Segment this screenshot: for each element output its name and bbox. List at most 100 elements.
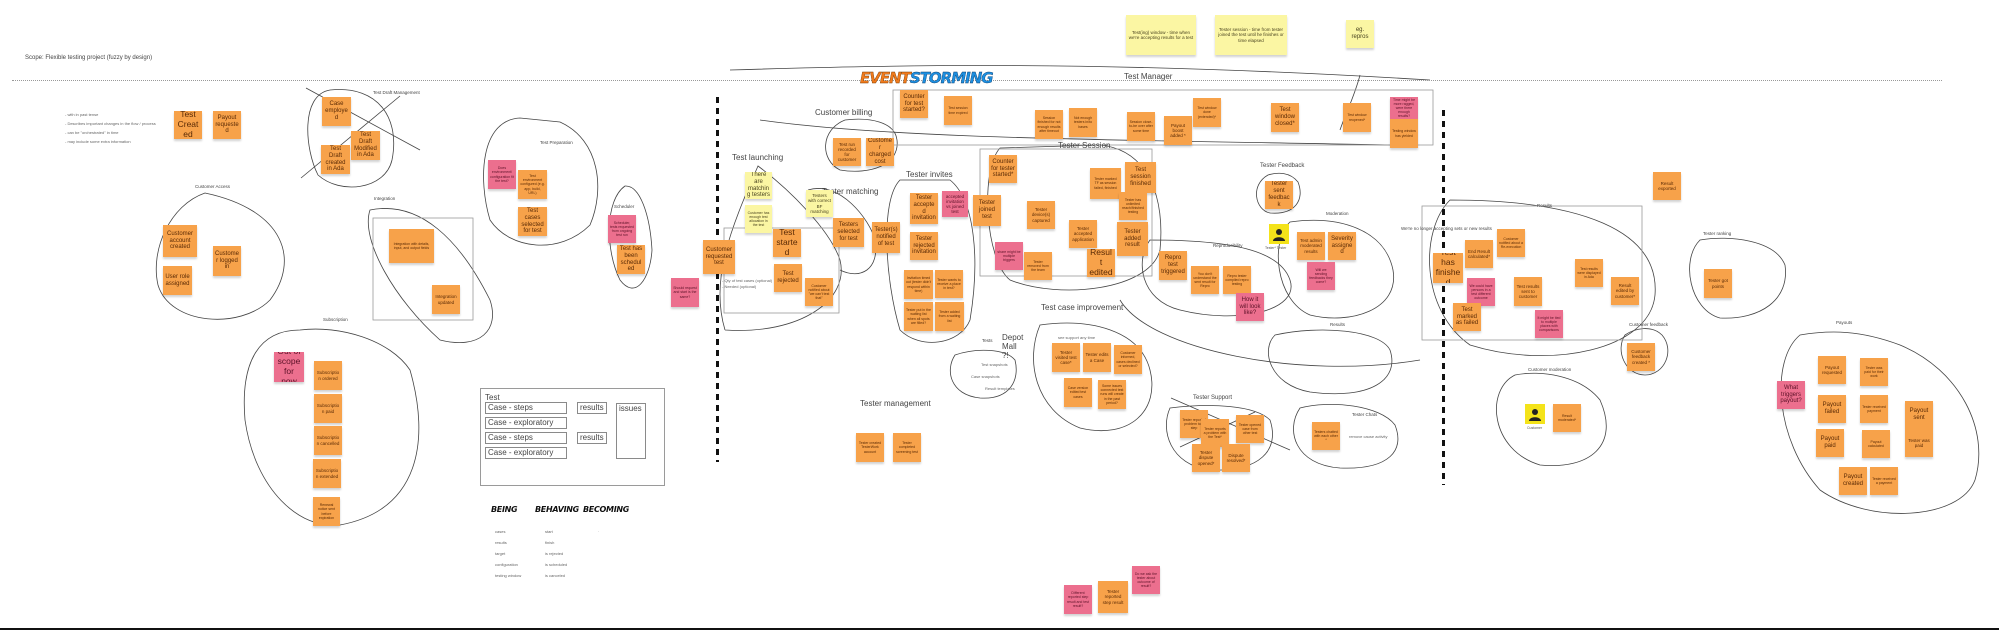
event-sticky[interactable]: Result moderated* — [1553, 404, 1581, 432]
event-sticky[interactable]: Test cases selected for test — [518, 207, 547, 236]
event-sticky[interactable]: Tester joined test — [973, 195, 1001, 226]
hotspot-sticky[interactable]: share might be multiple triggers — [995, 242, 1023, 270]
hotspot-sticky[interactable]: Does environment/ configuration fit the … — [488, 160, 516, 189]
event-sticky[interactable]: Customer requested test — [703, 240, 735, 274]
event-sticky[interactable]: Tester put in the waiting list when all … — [904, 302, 933, 331]
hotspot-sticky[interactable]: Out of scope for now — [274, 352, 304, 382]
actor-tester-avatar[interactable] — [1269, 224, 1289, 244]
event-sticky[interactable]: Test has finished — [1433, 253, 1463, 283]
event-sticky[interactable]: Customer account created — [163, 225, 197, 257]
event-sticky[interactable]: Some issues connected test runs will cre… — [1098, 380, 1126, 409]
event-sticky[interactable]: Test marked as failed — [1453, 303, 1481, 331]
event-sticky[interactable]: Customer notified about "we can't test t… — [805, 278, 833, 306]
hotspot-sticky[interactable]: accepted invitation vs joined test — [942, 191, 968, 217]
event-sticky[interactable]: Payout paid — [1816, 429, 1844, 457]
hotspot-sticky[interactable]: Different reported step result and test … — [1064, 585, 1092, 614]
event-sticky[interactable]: Testers selected for test — [833, 218, 864, 247]
hotspot-sticky[interactable]: What triggers payout? — [1777, 381, 1805, 409]
event-sticky[interactable]: Tester edits a Case — [1083, 343, 1111, 372]
definition-repros[interactable]: eg. repros — [1346, 20, 1374, 48]
event-sticky[interactable]: Testing window has yielded — [1390, 119, 1418, 148]
event-sticky[interactable]: Repro tester compiled repro testing — [1223, 266, 1251, 294]
event-sticky[interactable]: End Result calculated* — [1465, 240, 1493, 268]
event-sticky[interactable]: Tester got points — [1704, 269, 1732, 298]
event-sticky[interactable]: You don't understand the sent result for… — [1191, 266, 1219, 294]
event-sticky[interactable]: Tester sent feedback — [1265, 181, 1293, 209]
issues-field[interactable]: issues — [616, 403, 646, 459]
event-sticky[interactable]: Subscription cancelled — [314, 426, 342, 455]
event-sticky[interactable]: Repro test triggered — [1159, 251, 1187, 280]
event-sticky[interactable]: Tester was paid for their work — [1860, 358, 1888, 386]
event-sticky[interactable]: Integration with details, input, and out… — [389, 229, 434, 263]
event-sticky[interactable]: Tester visited test case* — [1052, 343, 1080, 372]
hotspot-sticky[interactable]: We could have persons in a test differen… — [1467, 278, 1495, 306]
event-sticky[interactable]: Tester received a payment — [1870, 467, 1898, 495]
event-sticky[interactable]: Test Draft Modified in Ada — [351, 131, 380, 160]
event-sticky[interactable]: Tester reported step result — [1098, 581, 1128, 613]
hotspot-sticky[interactable]: Should request and start is the same? — [671, 278, 699, 307]
event-sticky[interactable]: Test rejected — [774, 264, 802, 292]
note-sticky[interactable]: Testers with correct BF matching — [806, 190, 833, 217]
event-sticky[interactable]: Severity assigned — [1328, 232, 1356, 260]
event-sticky[interactable]: Test has been scheduled — [617, 245, 645, 274]
event-sticky[interactable]: Tester marked TF as session failed, fini… — [1090, 168, 1121, 199]
event-sticky[interactable]: Test Draft created in Ada — [321, 145, 350, 174]
case-field[interactable]: Case - steps — [485, 402, 567, 414]
hotspot-sticky[interactable]: Will we sending feedbacks they come? — [1307, 262, 1335, 290]
results-field[interactable]: results — [577, 432, 607, 444]
event-sticky[interactable]: Tester opened case from other test — [1236, 415, 1264, 443]
event-sticky[interactable]: Invitation timed out (tester didn't resp… — [904, 270, 933, 299]
event-sticky[interactable]: Test session finished — [1125, 162, 1156, 193]
event-sticky[interactable]: Subscription paid — [314, 394, 342, 423]
event-sticky[interactable]: Test environment configured (e.g. app, b… — [518, 170, 547, 199]
case-field[interactable]: Case - exploratory — [485, 447, 567, 459]
event-sticky[interactable]: Test admin moderated results — [1297, 232, 1325, 260]
event-sticky[interactable]: Case version edited test cases — [1064, 378, 1092, 407]
event-sticky[interactable]: Test session time expired — [944, 96, 972, 125]
event-sticky[interactable]: Test run recorded for customer — [833, 138, 861, 166]
event-sticky[interactable]: Test window done (extended)* — [1193, 98, 1221, 127]
note-sticky[interactable]: Customer has enough test allocation in t… — [745, 205, 772, 233]
event-sticky[interactable]: Tester received payment — [1860, 395, 1888, 423]
event-sticky[interactable]: Test results were displayed in Ada — [1575, 259, 1603, 287]
definition-testing-window[interactable]: Test(ing) window - time when we're accep… — [1126, 15, 1196, 55]
event-sticky[interactable]: Tester(s) notified of test — [872, 222, 900, 253]
event-sticky[interactable]: Payout requested — [213, 111, 241, 139]
event-sticky[interactable]: Customer feedback created * — [1627, 343, 1655, 371]
note-sticky[interactable]: There are matching testers — [745, 172, 772, 199]
event-sticky[interactable]: Payout calculated — [1862, 430, 1890, 458]
event-sticky[interactable]: Not enough testers in/to bases — [1069, 108, 1097, 137]
event-sticky[interactable]: Testers chatted with each other * — [1312, 422, 1340, 450]
event-sticky[interactable]: Payout boost added * — [1164, 116, 1192, 145]
event-sticky[interactable]: Tester removed from the team — [1024, 252, 1052, 280]
event-sticky[interactable]: Result exported — [1653, 172, 1681, 200]
case-field[interactable]: Case - exploratory — [485, 417, 567, 429]
event-sticky[interactable]: Dispute resolved* — [1222, 444, 1250, 472]
event-sticky[interactable]: User role assigned — [163, 266, 192, 295]
event-sticky[interactable]: Result edited — [1087, 249, 1115, 277]
event-sticky[interactable]: Tester accepted invitation — [910, 193, 938, 224]
event-sticky[interactable]: Tester created TesterWork account — [856, 433, 884, 462]
event-sticky[interactable]: Counter for test started? — [900, 90, 928, 118]
case-field[interactable]: Case - steps — [485, 432, 567, 444]
event-sticky[interactable]: Counter for tester started* — [989, 155, 1017, 183]
hotspot-sticky[interactable]: Time might be more ragged, were there en… — [1390, 97, 1418, 119]
event-sticky[interactable]: Tester dispute opened* — [1192, 444, 1220, 472]
event-sticky[interactable]: Tester completed screening test — [893, 433, 921, 462]
hotspot-sticky[interactable]: Scheduler, tests requested from ongoing … — [608, 215, 636, 243]
event-sticky[interactable]: Payout failed — [1818, 395, 1846, 423]
event-sticky[interactable]: Customer informed, cases declined or sel… — [1114, 345, 1142, 374]
event-sticky[interactable]: Tester wants to receive a place in test? — [935, 270, 963, 298]
event-sticky[interactable]: Session close-to-be over after some time — [1127, 112, 1155, 141]
event-sticky[interactable]: Payout created — [1839, 467, 1867, 495]
event-sticky[interactable]: Subscription extended — [313, 459, 341, 488]
event-sticky[interactable]: Test window closed* — [1271, 103, 1299, 132]
event-sticky[interactable]: Tester rejected invitation — [910, 232, 938, 260]
event-sticky[interactable]: Result edited by customer* — [1611, 277, 1639, 305]
event-sticky[interactable]: Tester added result — [1117, 222, 1148, 256]
event-sticky[interactable]: Tester added from a waiting list — [935, 302, 964, 331]
actor-customer-avatar[interactable] — [1525, 404, 1545, 424]
event-sticky[interactable]: Tester reports a problem with the Test* — [1201, 419, 1229, 447]
results-field[interactable]: results — [577, 402, 607, 414]
event-sticky[interactable]: Tester was paid — [1905, 429, 1933, 457]
